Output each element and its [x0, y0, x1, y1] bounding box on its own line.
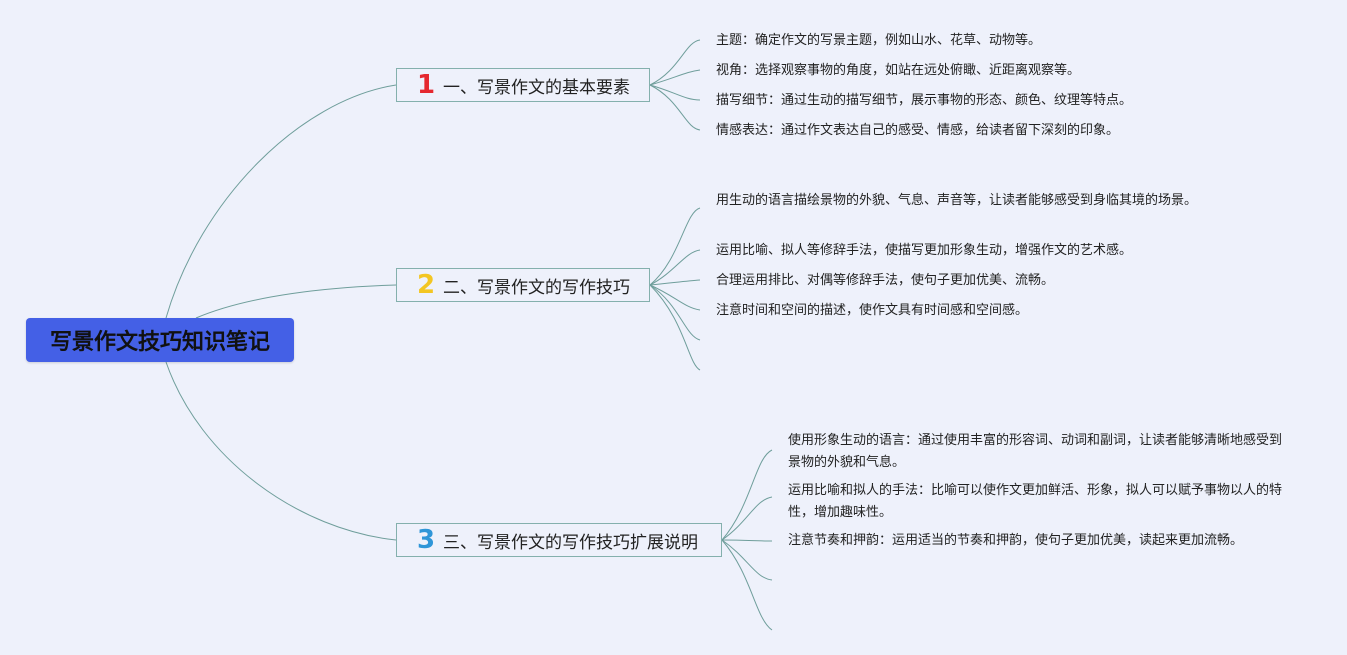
number-1-icon: 1 [416, 70, 436, 100]
link-b2-leaf-2 [649, 249, 701, 286]
link-b2-leaf-1 [649, 207, 701, 286]
leaf-topic[interactable]: 运用比喻、拟人等修辞手法，使描写更加形象生动，增强作文的艺术感。 [716, 243, 1133, 258]
leaf-topic[interactable]: 注意节奏和押韵：运用适当的节奏和押韵，使句子更加优美，读起来更加流畅。 [788, 533, 1244, 548]
branch-topic-1[interactable]: 1 一、写景作文的基本要素 [396, 68, 650, 102]
leaf-topic[interactable]: 运用比喻和拟人的手法：比喻可以使作文更加鲜活、形象，拟人可以赋予事物以人的特性，… [788, 483, 1283, 520]
branch-topic-label: 一、写景作文的基本要素 [443, 77, 630, 98]
leaf-topic[interactable]: 描写细节：通过生动的描写细节，展示事物的形态、颜色、纹理等特点。 [716, 93, 1133, 108]
branch-topic-label: 三、写景作文的写作技巧扩展说明 [443, 532, 698, 553]
branch-topic-label: 二、写景作文的写作技巧 [443, 277, 630, 298]
leaf-topic[interactable]: 情感表达：通过作文表达自己的感受、情感，给读者留下深刻的印象。 [716, 123, 1120, 138]
leaf-topic[interactable]: 使用形象生动的语言：通过使用丰富的形容词、动词和副词，让读者能够清晰地感受到景物… [788, 433, 1283, 470]
link-b3-leaf-5 [721, 539, 773, 631]
link-b2-leaf-4 [649, 284, 701, 311]
link-b3-leaf-1 [721, 449, 773, 541]
link-b1-leaf-1 [649, 39, 701, 86]
root-topic-label: 写景作文技巧知识笔记 [49, 330, 270, 355]
number-2-icon: 2 [416, 270, 436, 300]
leaf-topic[interactable]: 合理运用排比、对偶等修辞手法，使句子更加优美、流畅。 [716, 273, 1055, 288]
link-root-branch-3 [165, 361, 397, 541]
link-b3-leaf-3 [721, 539, 773, 542]
leaf-topic[interactable]: 主题：确定作文的写景主题，例如山水、花草、动物等。 [716, 33, 1042, 48]
number-3-icon: 3 [416, 525, 436, 555]
link-b1-leaf-3 [649, 84, 701, 101]
leaf-topic[interactable]: 用生动的语言描绘景物的外貌、气息、声音等，让读者能够感受到身临其境的场景。 [716, 193, 1198, 208]
link-b2-leaf-3 [649, 279, 701, 286]
leaf-topic[interactable]: 视角：选择观察事物的角度，如站在远处俯瞰、近距离观察等。 [716, 63, 1081, 78]
link-b3-leaf-2 [721, 496, 773, 541]
branch-topic-2[interactable]: 2 二、写景作文的写作技巧 [396, 268, 650, 302]
link-root-branch-2 [195, 284, 397, 319]
leaf-topic[interactable]: 注意时间和空间的描述，使作文具有时间感和空间感。 [716, 303, 1029, 318]
link-b1-leaf-4 [649, 84, 701, 131]
link-b1-leaf-2 [649, 69, 701, 86]
link-b2-leaf-6 [649, 284, 701, 371]
link-root-branch-1 [165, 84, 397, 319]
root-topic[interactable]: 写景作文技巧知识笔记 [26, 318, 294, 362]
link-b2-leaf-5 [649, 284, 701, 341]
branch-topic-3[interactable]: 3 三、写景作文的写作技巧扩展说明 [396, 523, 722, 557]
link-b3-leaf-4 [721, 539, 773, 581]
